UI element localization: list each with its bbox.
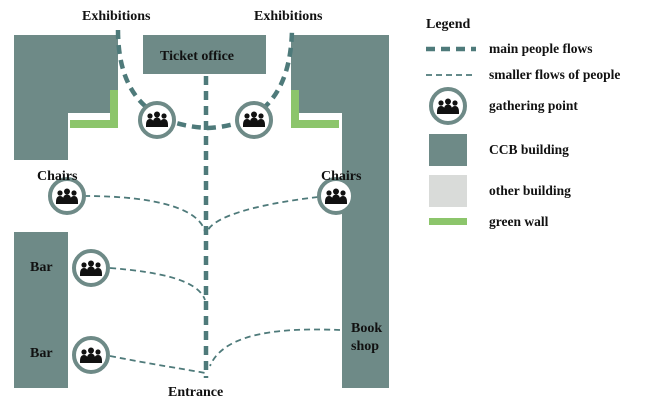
label-chairs-left: Chairs bbox=[37, 169, 78, 184]
small-flow-chairs-right bbox=[206, 196, 319, 233]
label-book-shop-line1: Book bbox=[351, 321, 383, 336]
legend-ccb-building-swatch bbox=[429, 134, 467, 166]
legend-label-main-flows: main people flows bbox=[489, 41, 593, 56]
gathering-point-exhibition-right bbox=[235, 101, 273, 139]
label-exhibitions-left: Exhibitions bbox=[82, 9, 151, 24]
left-ccb-building bbox=[14, 35, 118, 160]
label-bar-upper: Bar bbox=[30, 260, 53, 275]
label-exhibitions-right: Exhibitions bbox=[254, 9, 323, 24]
label-ticket-office: Ticket office bbox=[160, 49, 234, 64]
right-ccb-building-lower bbox=[342, 232, 389, 388]
ticket-office-building bbox=[143, 35, 266, 74]
gathering-point-chairs-right bbox=[317, 177, 355, 215]
legend-green-wall-swatch bbox=[429, 218, 467, 225]
label-chairs-right: Chairs bbox=[321, 169, 362, 184]
legend-label-gathering-point: gathering point bbox=[489, 98, 578, 113]
legend-other-building-swatch bbox=[429, 175, 467, 207]
gathering-point-chairs-left bbox=[48, 177, 86, 215]
label-bar-lower: Bar bbox=[30, 346, 53, 361]
label-entrance: Entrance bbox=[168, 385, 224, 400]
small-flow-bar-lower bbox=[109, 355, 206, 374]
label-book-shop-line2: shop bbox=[351, 339, 380, 354]
legend-label-green-wall: green wall bbox=[489, 214, 549, 229]
legend-label-smaller-flows: smaller flows of people bbox=[489, 67, 621, 82]
small-flow-chairs-left bbox=[83, 195, 206, 233]
green-wall-left bbox=[70, 90, 118, 128]
green-wall-right bbox=[291, 90, 339, 128]
gathering-point-bar-lower bbox=[72, 336, 110, 374]
legend-label-ccb-building: CCB building bbox=[489, 142, 569, 157]
right-ccb-building bbox=[291, 35, 389, 232]
small-flow-book-shop bbox=[209, 328, 341, 367]
legend-gathering-point-icon bbox=[429, 87, 467, 125]
gathering-point-exhibition-left bbox=[138, 101, 176, 139]
legend-title: Legend bbox=[426, 17, 471, 32]
small-flow-bar-upper bbox=[109, 267, 206, 301]
gathering-point-bar-upper bbox=[72, 249, 110, 287]
legend-label-other-building: other building bbox=[489, 183, 571, 198]
left-ccb-building-lower bbox=[14, 232, 68, 388]
